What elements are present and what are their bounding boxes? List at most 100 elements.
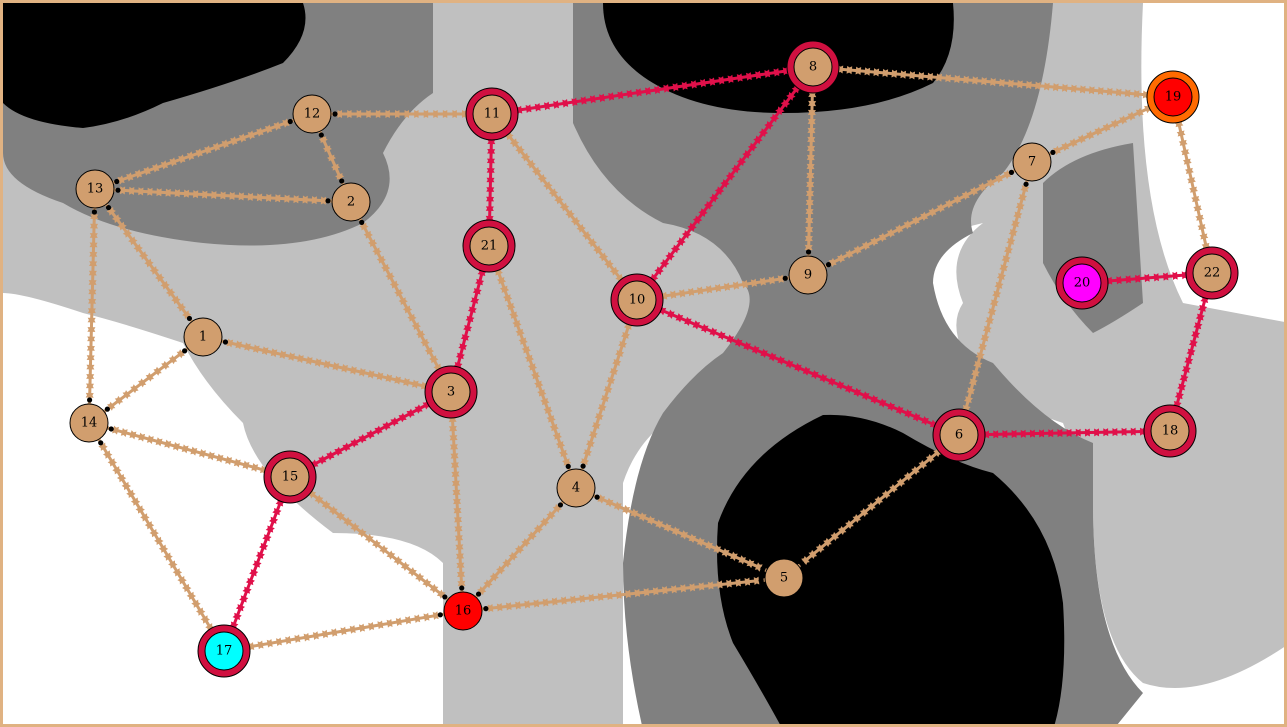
node-13[interactable]: 13 [75,169,115,209]
edge-arrowhead [456,571,465,579]
edge-arrowhead [534,380,542,389]
edge-arrowhead [988,308,997,317]
node-1[interactable]: 1 [183,317,223,357]
edge-arrowhead [126,173,135,182]
edge-arrowhead [768,352,777,360]
edge-arrowhead [601,395,610,404]
edge-arrowhead [1112,428,1120,437]
edge-arrowhead [165,188,173,197]
edge-arrowhead [372,247,380,256]
node-21[interactable]: 21 [462,219,516,273]
node-body[interactable] [1192,253,1232,293]
edge-arrowhead [126,489,134,498]
edge-arrowhead [318,457,327,465]
node-body[interactable] [183,317,223,357]
edge-1-3 [217,336,437,393]
node-body[interactable] [1153,77,1193,117]
node-8[interactable]: 8 [786,40,840,94]
node-10[interactable]: 10 [610,273,664,327]
edge-11-10 [498,124,631,290]
edge-line [110,427,269,473]
node-body[interactable] [69,403,109,443]
edge-arrowhead [506,302,514,311]
edge-arrowhead [249,568,257,577]
edge-arrowhead [312,632,321,640]
node-body[interactable] [793,47,833,87]
edge-arrowhead [665,252,673,261]
edge-arrowhead [692,320,701,328]
node-17[interactable]: 17 [197,624,251,678]
node-18[interactable]: 18 [1143,404,1197,458]
edge-10-4 [577,313,636,475]
node-body[interactable] [204,631,244,671]
edge-arrowhead [172,568,180,577]
edge-arrowhead [190,446,199,455]
node-body[interactable] [472,94,512,134]
node-5[interactable]: 5 [764,558,804,598]
edge-arrowhead [256,193,265,202]
edge-arrowhead [86,345,95,354]
node-body[interactable] [292,94,332,134]
edge-arrowhead [703,201,712,210]
edge-arrowhead [510,551,518,560]
node-body[interactable] [939,415,979,455]
node-20[interactable]: 20 [1055,256,1109,310]
node-9[interactable]: 9 [788,255,828,295]
node-body[interactable] [617,280,657,320]
edge-arrowhead [161,360,170,369]
node-19[interactable]: 19 [1146,70,1200,124]
node-6[interactable]: 6 [932,408,986,462]
node-body[interactable] [331,182,371,222]
node-body[interactable] [1150,411,1190,451]
edge-arrowhead [164,439,173,448]
node-15[interactable]: 15 [263,450,317,504]
node-11[interactable]: 11 [465,87,519,141]
edge-arrowhead [454,535,463,543]
node-body[interactable] [443,591,483,631]
edge-arrowhead [889,483,898,492]
edge-arrowhead [331,163,339,172]
edge-arrowhead [1198,303,1206,312]
edge-arrowhead [238,192,246,201]
edge-endpoint-dot [1050,149,1056,155]
node-3[interactable]: 3 [424,365,478,419]
node-body[interactable] [469,226,509,266]
edge-arrowhead [1007,237,1016,246]
edge-arrowhead [486,165,495,173]
edge-arrowhead [1179,373,1188,382]
edge-arrowhead [688,533,697,542]
node-7[interactable]: 7 [1012,142,1052,182]
edge-arrowhead [261,346,270,355]
node-body[interactable] [270,457,310,497]
node-16[interactable]: 16 [443,591,483,631]
node-body[interactable] [1012,142,1052,182]
edge-arrowhead [972,369,981,378]
node-2[interactable]: 2 [331,182,371,222]
node-4[interactable]: 4 [556,468,596,508]
edge-arrowhead [1005,246,1013,255]
node-body[interactable] [431,372,471,412]
edge-arrowhead [235,340,244,349]
node-body[interactable] [556,468,596,508]
edge-15-16 [300,483,453,605]
node-22[interactable]: 22 [1185,246,1239,300]
edge-arrowhead [936,205,945,213]
edge-arrowhead [454,526,463,534]
node-body[interactable] [75,169,115,209]
edge-endpoint-dot [182,348,188,354]
node-body[interactable] [764,558,804,598]
node-14[interactable]: 14 [69,403,109,443]
node-body[interactable] [1062,263,1102,303]
edge-arrowhead [979,343,988,352]
node-12[interactable]: 12 [292,94,332,134]
edge-arrowhead [610,368,619,376]
edge-19-22 [1172,111,1213,259]
edge-arrowhead [543,181,551,190]
edge-arrowhead [802,366,811,374]
edge-arrowhead [416,330,424,339]
edge-arrowhead [385,272,393,281]
edge-endpoint-dot [475,591,482,597]
edge-arrowhead [1179,270,1188,279]
edge-arrowhead [465,314,474,323]
node-body[interactable] [788,255,828,295]
